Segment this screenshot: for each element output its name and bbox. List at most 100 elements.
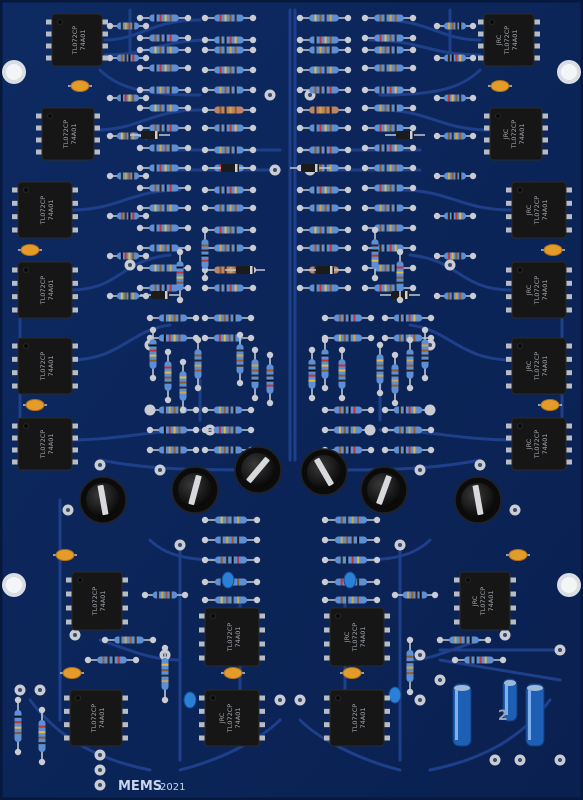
resistor-pad xyxy=(146,426,154,434)
resistor-band xyxy=(229,146,232,154)
resistor-body xyxy=(374,104,404,112)
ic-pin xyxy=(66,577,74,583)
electrolytic-cap-2 xyxy=(502,678,518,722)
ic-pin xyxy=(506,343,514,349)
resistor-band xyxy=(164,376,172,379)
ic-pin xyxy=(66,619,74,625)
resistor-pad xyxy=(149,326,157,334)
via-hole-18 xyxy=(438,678,442,682)
resistor-pad xyxy=(184,46,192,54)
resistor-band xyxy=(421,354,429,357)
ic-label: TL072CP xyxy=(39,352,47,382)
resistor-105 xyxy=(338,346,346,402)
ic-pin xyxy=(120,605,128,611)
resistor-band xyxy=(394,164,397,172)
via-hole-29 xyxy=(128,263,132,267)
resistor-band xyxy=(223,334,226,342)
resistor-body xyxy=(149,284,179,292)
resistor-99 xyxy=(194,336,202,392)
resistor-band xyxy=(379,184,382,192)
blue-cap-3 xyxy=(388,686,402,704)
cap-body xyxy=(342,667,362,679)
resistor-pad xyxy=(433,212,441,220)
resistor-body xyxy=(443,22,467,30)
resistor-band xyxy=(154,86,157,94)
trimmer-slot xyxy=(472,484,484,516)
resistor-band xyxy=(408,426,411,434)
ic-body xyxy=(329,689,385,747)
ic-label: TL072CP xyxy=(90,704,98,734)
resistor-3 xyxy=(361,14,417,22)
ic-pin xyxy=(324,613,332,619)
ic-label: 74A01 xyxy=(47,200,55,221)
resistor-band xyxy=(154,34,157,42)
resistor-band xyxy=(451,22,454,30)
resistor-body xyxy=(251,359,259,389)
resistor-pad xyxy=(431,591,439,599)
resistor-band xyxy=(319,106,322,114)
ic-pin xyxy=(46,31,54,37)
resistor-pad xyxy=(391,591,399,599)
ic-body xyxy=(17,417,73,471)
resistor-band xyxy=(319,204,322,212)
resistor-115 xyxy=(321,516,381,524)
resistor-pad xyxy=(406,688,414,696)
ic-pin xyxy=(100,43,108,49)
via-hole-11 xyxy=(418,653,422,657)
resistor-band xyxy=(161,669,169,672)
resistor-pad xyxy=(381,314,389,322)
resistor-129 xyxy=(38,706,46,766)
resistor-pad xyxy=(433,94,441,102)
resistor-pad xyxy=(142,252,150,260)
ic-pin xyxy=(532,55,540,61)
resistor-pad xyxy=(142,212,150,220)
resistor-body xyxy=(213,406,243,414)
resistor-band xyxy=(169,204,172,212)
resistor-band xyxy=(408,314,411,322)
resistor-pad xyxy=(249,244,257,252)
resistor-band xyxy=(120,292,123,300)
resistor-band xyxy=(403,426,406,434)
resistor-29 xyxy=(361,104,417,112)
resistor-body xyxy=(309,86,339,94)
resistor-band xyxy=(224,86,227,94)
resistor-band xyxy=(314,146,317,154)
resistor-band xyxy=(384,164,387,172)
resistor-band xyxy=(218,334,221,342)
resistor-band xyxy=(343,334,346,342)
resistor-band xyxy=(229,14,232,22)
resistor-band xyxy=(159,64,162,72)
mounting-hole-0 xyxy=(6,64,22,80)
resistor-body xyxy=(116,94,140,102)
resistor-band xyxy=(351,536,354,544)
resistor-band xyxy=(343,426,346,434)
resistor-body xyxy=(402,591,428,599)
resistor-band xyxy=(164,224,167,232)
via-hole-0 xyxy=(98,463,102,467)
resistor-band xyxy=(346,536,349,544)
resistor-band xyxy=(233,406,236,414)
resistor-71 xyxy=(201,284,257,292)
resistor-pad xyxy=(201,334,209,342)
resistor-band xyxy=(376,374,384,377)
resistor-81 xyxy=(201,334,255,342)
logo-text: MEMS xyxy=(118,779,162,794)
resistor-pad xyxy=(184,244,192,252)
resistor-pad xyxy=(421,326,429,334)
resistor-47 xyxy=(201,186,257,194)
resistor-pad xyxy=(249,106,257,114)
resistor-band xyxy=(447,292,450,300)
resistor-pad xyxy=(106,94,114,102)
resistor-band xyxy=(219,86,222,94)
resistor-band xyxy=(128,54,131,62)
resistor-body xyxy=(443,172,467,180)
resistor-band xyxy=(324,284,327,292)
resistor-band xyxy=(132,54,135,62)
resistor-pad xyxy=(136,184,144,192)
resistor-body xyxy=(179,371,187,401)
resistor-band xyxy=(234,226,237,234)
ceramic-cap-7 xyxy=(506,549,530,561)
ic-pin xyxy=(564,294,572,300)
